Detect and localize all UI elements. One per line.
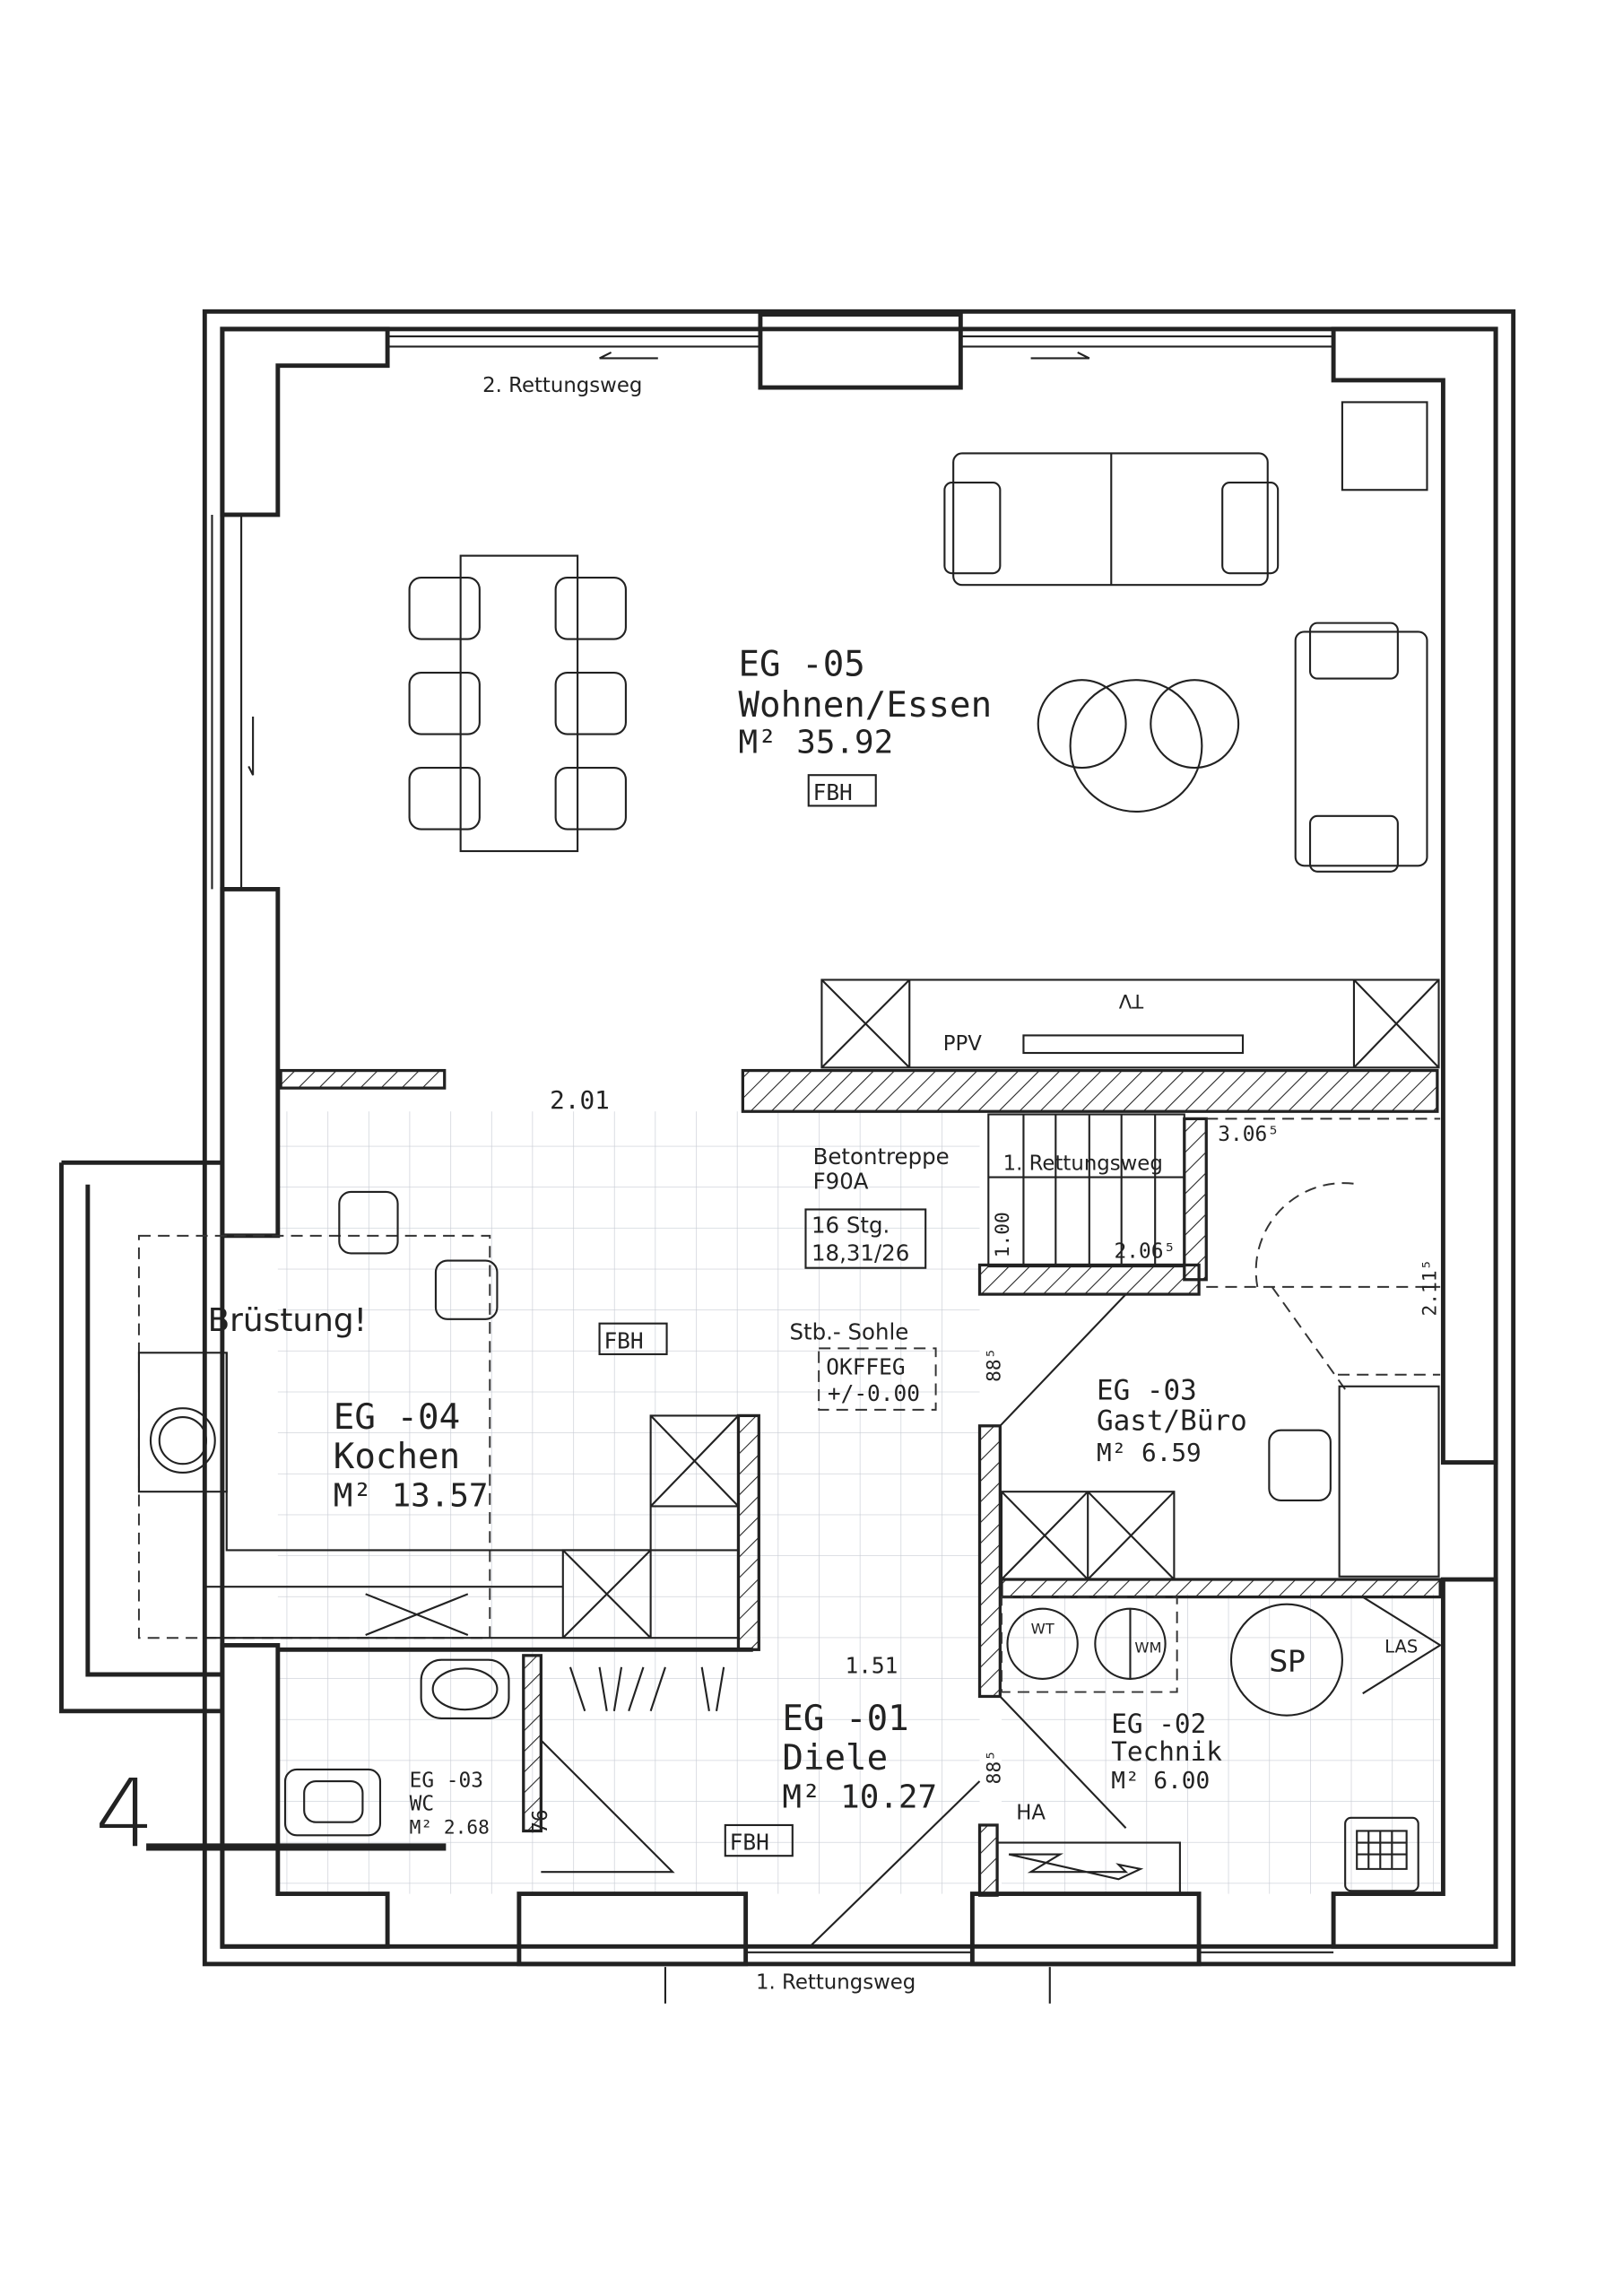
las-icon xyxy=(1362,1596,1443,1695)
wall-living-left xyxy=(279,1068,447,1090)
wall-stair-side xyxy=(1183,1117,1208,1282)
coffee-tables xyxy=(1037,679,1240,813)
tile-floor-kitchen xyxy=(277,1111,980,1653)
svg-text:EG -04: EG -04 xyxy=(334,1397,460,1438)
svg-text:1.00: 1.00 xyxy=(991,1212,1013,1257)
svg-text:M² 10.27: M² 10.27 xyxy=(782,1779,937,1815)
room-label-wc: EG -03 WC M² 2.68 xyxy=(410,1770,490,1839)
svg-text:2.11⁵: 2.11⁵ xyxy=(1418,1259,1440,1317)
parapet-note: Brüstung! xyxy=(208,1302,367,1339)
window-lines xyxy=(211,335,1334,1953)
svg-text:2.01: 2.01 xyxy=(550,1085,610,1115)
svg-text:Betontreppe: Betontreppe xyxy=(813,1144,950,1170)
room-label-diele: EG -01 Diele M² 10.27 FBH xyxy=(724,1699,937,1857)
kitchen-chair xyxy=(434,1259,499,1320)
svg-text:1.51: 1.51 xyxy=(846,1652,898,1678)
svg-text:Stb.- Sohle: Stb.- Sohle xyxy=(790,1319,909,1345)
svg-text:88⁵: 88⁵ xyxy=(982,1750,1004,1784)
office-desk xyxy=(1000,1385,1440,1581)
stair-note: Betontreppe F90A 16 Stg. 18,31/26 1. Ret… xyxy=(804,1144,1163,1269)
svg-text:FBH: FBH xyxy=(813,779,853,805)
svg-text:FBH: FBH xyxy=(730,1830,769,1856)
svg-text:WC: WC xyxy=(410,1793,434,1816)
svg-text:3.06⁵: 3.06⁵ xyxy=(1218,1123,1280,1146)
dining-table xyxy=(408,554,627,853)
svg-text:18,31/26: 18,31/26 xyxy=(812,1240,909,1266)
svg-text:+/-0.00: +/-0.00 xyxy=(828,1380,920,1406)
svg-text:F90A: F90A xyxy=(813,1169,869,1195)
room-label-kochen: EG -04 Kochen M² 13.57 FBH xyxy=(334,1322,668,1514)
wall-ha xyxy=(977,1823,999,1897)
svg-text:Gast/Büro: Gast/Büro xyxy=(1097,1405,1247,1438)
equipment-labels: PPV TV WT WM SP LAS HA xyxy=(943,990,1419,1825)
svg-text:SP: SP xyxy=(1269,1645,1305,1679)
svg-text:M² 2.68: M² 2.68 xyxy=(410,1816,490,1839)
escape-route-1-label: 1. Rettungsweg xyxy=(756,1971,916,1995)
tile-floor-technik xyxy=(1001,1594,1441,1894)
technik-equipment xyxy=(996,1596,1443,1895)
svg-text:HA: HA xyxy=(1016,1801,1046,1824)
window-swing-arrows xyxy=(247,352,1090,776)
tile-floor-hall xyxy=(277,1652,980,1894)
door-swings xyxy=(540,1292,1129,1946)
wall-technik xyxy=(1000,1578,1442,1599)
wall-wc xyxy=(522,1654,542,1833)
kitchen-counter xyxy=(137,1352,740,1639)
room-label-wohnen: EG -05 Wohnen/Essen M² 35.92 FBH xyxy=(738,644,992,807)
svg-text:16 Stg.: 16 Stg. xyxy=(812,1213,890,1239)
svg-text:EG -02: EG -02 xyxy=(1111,1709,1206,1739)
svg-text:EG -05: EG -05 xyxy=(738,644,864,684)
svg-text:TV: TV xyxy=(1118,990,1144,1013)
wc-fixtures xyxy=(283,1658,510,1837)
escape-route-2-label: 2. Rettungsweg xyxy=(482,374,642,397)
svg-text:M² 6.59: M² 6.59 xyxy=(1097,1438,1202,1467)
svg-text:PPV: PPV xyxy=(943,1032,983,1056)
exterior-walls xyxy=(202,309,1516,1967)
svg-text:M² 13.57: M² 13.57 xyxy=(334,1477,489,1514)
svg-text:M² 35.92: M² 35.92 xyxy=(738,725,893,761)
storage-tank-icon xyxy=(1229,1603,1343,1717)
svg-text:88⁵: 88⁵ xyxy=(982,1348,1004,1382)
axis-ticks xyxy=(664,1967,1051,2004)
dimension-labels: 2.01 1.00 2.06⁵ 3.06⁵ 2.11⁵ 88⁵ 88⁵ 1.51… xyxy=(529,1085,1440,1834)
wall-stair-bottom xyxy=(977,1263,1201,1296)
svg-text:WT: WT xyxy=(1031,1620,1055,1637)
ha-cabinet xyxy=(996,1841,1181,1895)
wall-office xyxy=(977,1424,1002,1699)
coat-hooks xyxy=(568,1666,725,1712)
wall-kitchen xyxy=(736,1413,760,1651)
svg-text:M² 6.00: M² 6.00 xyxy=(1111,1768,1210,1795)
svg-text:Technik: Technik xyxy=(1111,1736,1222,1767)
svg-text:76: 76 xyxy=(529,1809,552,1833)
room-label-technik: EG -02 Technik M² 6.00 xyxy=(1111,1709,1222,1795)
sheet-number: 4 xyxy=(95,1759,154,1868)
tv-sideboard xyxy=(820,978,1440,1069)
svg-text:EG -03: EG -03 xyxy=(410,1770,483,1793)
staircase xyxy=(987,1113,1441,1390)
svg-text:Kochen: Kochen xyxy=(334,1437,460,1477)
svg-text:LAS: LAS xyxy=(1384,1637,1418,1657)
bay-window xyxy=(59,1160,222,1714)
svg-text:2.06⁵: 2.06⁵ xyxy=(1115,1239,1176,1263)
svg-text:OKFFEG: OKFFEG xyxy=(826,1354,905,1380)
kitchen-chair xyxy=(338,1190,399,1255)
parapet-outline xyxy=(137,1234,491,1639)
svg-text:EG -01: EG -01 xyxy=(782,1699,908,1739)
svg-text:Wohnen/Essen: Wohnen/Essen xyxy=(738,685,992,726)
sofa xyxy=(943,401,1428,873)
svg-text:WM: WM xyxy=(1134,1639,1161,1657)
svg-text:Diele: Diele xyxy=(782,1738,888,1779)
room-label-gast: EG -03 Gast/Büro M² 6.59 xyxy=(1097,1374,1247,1466)
svg-text:EG -03: EG -03 xyxy=(1097,1374,1197,1406)
boiler-icon xyxy=(1344,1816,1419,1892)
svg-text:1. Rettungsweg: 1. Rettungsweg xyxy=(1003,1152,1163,1175)
svg-text:FBH: FBH xyxy=(603,1327,643,1353)
wall-living-stair xyxy=(741,1068,1439,1113)
slab-level-note: Stb.- Sohle OKFFEG +/-0.00 xyxy=(790,1319,937,1411)
sink-icon xyxy=(149,1407,216,1474)
dryer-icon xyxy=(1006,1607,1079,1680)
